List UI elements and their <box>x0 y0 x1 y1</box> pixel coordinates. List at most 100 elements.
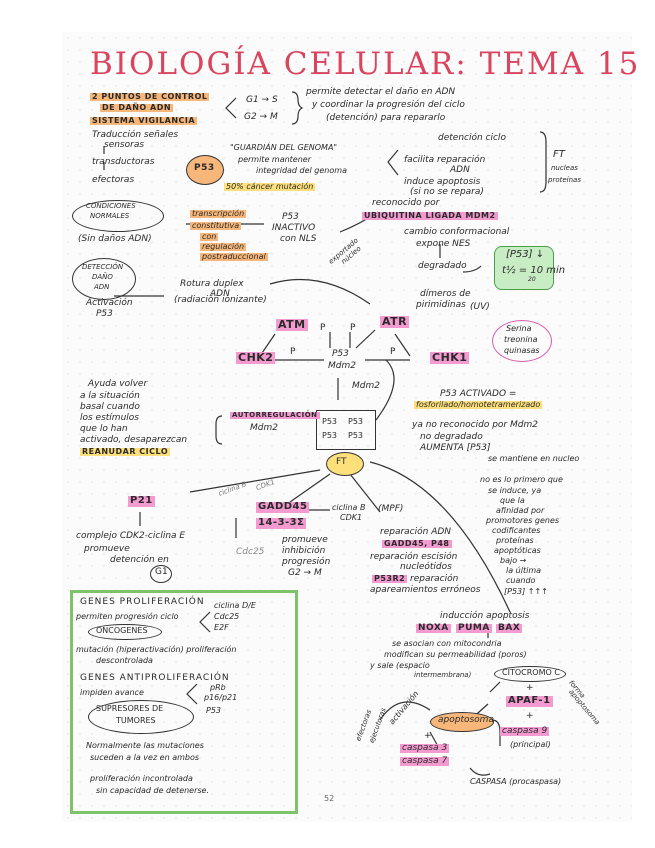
promotes-3: progresión <box>282 557 331 567</box>
anti-2: p16/p21 <box>204 693 238 702</box>
tetramer-cell-3: P53 <box>322 431 338 440</box>
apaf1-label: Apaf-1 <box>506 695 553 707</box>
tetramer-cell-4: P53 <box>348 431 364 440</box>
puma-label: PUMA <box>456 623 492 634</box>
autoregulation-label: AUTORREGULACIÓN <box>230 411 320 420</box>
p21-label: P21 <box>128 495 155 507</box>
basal-4: los estímulos <box>80 413 139 423</box>
citocromo-oval <box>494 666 566 682</box>
outcome-2: facilita reparación <box>404 155 486 165</box>
page-title: BIOLOGÍA CELULAR: TEMA 15 <box>90 46 641 82</box>
note-11: cuando <box>506 576 536 585</box>
apoptosome-label: apoptosoma <box>438 715 494 725</box>
dimers-1: dímeros de <box>420 289 471 299</box>
apoptosis-desc-1: se asocian con mitocondria <box>392 639 502 648</box>
normally-2: suceden a la vez en ambos <box>90 753 200 762</box>
p21-desc-4: G1 <box>155 567 168 577</box>
apoptosome-oval <box>430 712 494 732</box>
ft-circle-label: FT <box>336 457 347 467</box>
caspase3-label: caspasa 3 <box>400 743 450 754</box>
detection-label-3: ADN <box>94 283 110 291</box>
rotura-2: ADN <box>210 289 230 299</box>
basal-2: a la situación <box>80 391 140 401</box>
header-line-2: DE DAÑO ADN <box>100 103 174 113</box>
ft-label: FT <box>553 149 565 160</box>
g1s-label: G1 → S <box>246 95 278 105</box>
repair-6: reparación <box>410 574 459 584</box>
gadd45-label: GADD45 <box>256 501 310 513</box>
apoptosis-induction: inducción apoptosis <box>440 611 530 621</box>
guardian-desc-1: permite mantener <box>238 155 312 164</box>
note-6: codificantes <box>492 526 541 535</box>
mdm2-arrow-label: Mdm2 <box>352 381 380 391</box>
signal-line-1: Traducción señales <box>92 130 179 140</box>
resume-cycle: REANUDAR CICLO <box>80 447 171 457</box>
activated-3: ya no reconocido por Mdm2 <box>412 420 538 430</box>
caspase9-label: caspasa 9 <box>500 726 550 737</box>
header-line-3: SISTEMA VIGILANCIA <box>90 116 198 126</box>
p53-inactive-1: P53 <box>282 212 299 222</box>
mpf-label: (MPF) <box>378 504 404 514</box>
outcome-1: detención ciclo <box>438 133 506 143</box>
repair-1: reparación ADN <box>380 527 452 537</box>
basal-5: que lo han <box>80 424 128 434</box>
normally-1: Normalmente las mutaciones <box>86 741 204 750</box>
mutation-1: mutación (hiperactivación) proliferación <box>76 645 237 654</box>
rotura-1: Rotura duplex <box>180 279 244 289</box>
p53r2-label: P53R2 <box>372 574 408 584</box>
p21-desc-2: promueve <box>84 544 130 554</box>
tetramer-box <box>316 410 376 450</box>
activated-5: AUMENTA [P53] <box>420 443 491 453</box>
g1-circle <box>150 565 172 583</box>
apoptosis-desc-3: y sale (espacio <box>370 661 430 670</box>
notebook-page <box>62 32 632 822</box>
tetramer-cell-2: P53 <box>348 417 364 426</box>
autoregulation-mdm2: Mdm2 <box>250 423 278 433</box>
plus-2: + <box>526 711 534 721</box>
header-line-1: 2 PUNTOS de CONTROL <box>90 92 210 102</box>
suppressor-2: TUMORES <box>116 716 156 725</box>
cdk1-label: CDK1 <box>340 513 363 522</box>
note-1: no es lo primero que <box>480 475 563 484</box>
note-9: bajo → <box>500 556 527 565</box>
plus-1: + <box>526 683 534 693</box>
outcome-3b: (si no se repara) <box>410 187 484 197</box>
genes-title: GENES PROLIFERACIÓN <box>80 597 205 607</box>
principal-label: (principal) <box>510 740 551 749</box>
normal-oval <box>72 200 164 232</box>
half-life-alt: 20 <box>528 276 536 283</box>
p53-inactive-2: INACTIVO <box>272 223 316 233</box>
p21-desc-3: detención en <box>110 555 169 565</box>
note-12: [P53] ↑↑↑ <box>504 587 548 596</box>
note-4: afinidad por <box>496 506 545 515</box>
phospho-1: P <box>320 323 326 333</box>
basal-3: basal cuando <box>80 402 140 412</box>
signal-line-2: sensoras <box>104 140 145 150</box>
chk2-kinase: Chk2 <box>236 351 276 364</box>
caspase-procaspase: CASPASA (procaspasa) <box>470 777 562 786</box>
phospho-3: P <box>290 347 296 357</box>
signal-line-3: transductoras <box>92 157 155 167</box>
atr-kinase: ATR <box>380 315 410 328</box>
transcription-1: transcripción <box>190 209 247 219</box>
repair-3: reparación escisión <box>370 552 458 562</box>
transcription-5: postraduccional <box>200 252 268 262</box>
activated-4: no degradado <box>420 432 483 442</box>
activated-1: P53 ACTIVADO = <box>440 389 517 399</box>
p53-inactive-3: con NLS <box>280 234 317 244</box>
genes-desc: permiten progresión ciclo <box>76 612 179 621</box>
citocromo-label: CITOCROMO C <box>502 668 560 677</box>
p53-label: P53 <box>194 163 215 173</box>
atm-kinase: ATM <box>276 318 308 331</box>
recognized-label: reconocido por <box>372 198 440 208</box>
activation-p53: P53 <box>96 309 113 319</box>
promotes-1: promueve <box>282 535 328 545</box>
basal-6: activado, desaparezcan <box>80 435 188 445</box>
ft-proteinas: proteínas <box>548 176 581 184</box>
repair-4: nucleótidos <box>400 562 452 572</box>
dimers-2: pirimidinas <box>416 300 466 310</box>
genes-box <box>70 590 298 814</box>
suppressor-oval <box>88 700 194 734</box>
mutation-2: descontrolada <box>96 656 153 665</box>
kinase-oval <box>492 320 552 362</box>
